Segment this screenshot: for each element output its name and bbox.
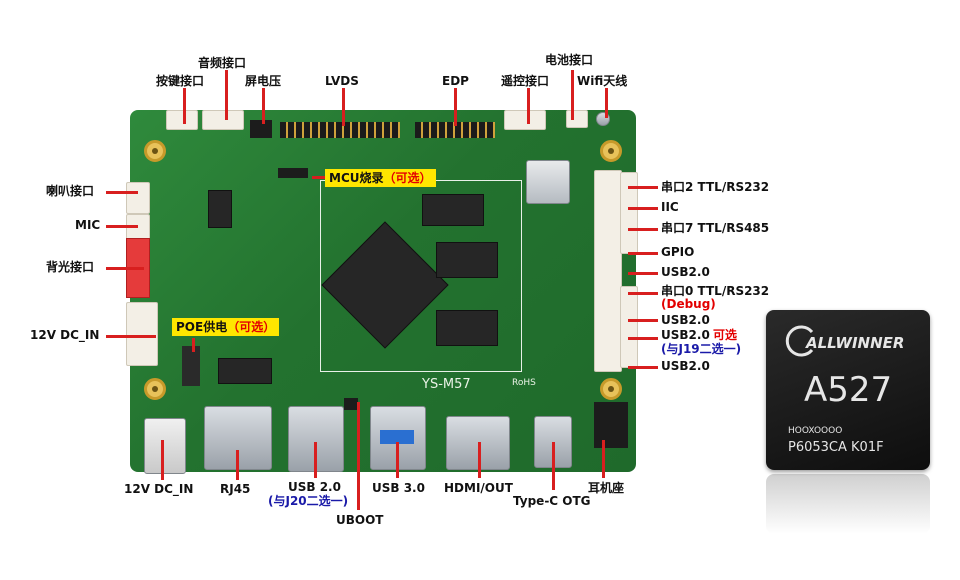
circuit-board: YS-M57 RoHS (126, 110, 638, 474)
label-usb20-c: USB2.0 (661, 328, 710, 342)
mounting-hole-icon (600, 140, 622, 162)
label-remote-port: 遥控接口 (501, 74, 550, 88)
lvds-header (280, 122, 400, 138)
label-serial2: 串口2 TTL/RS232 (661, 180, 770, 194)
label-uboot: UBOOT (336, 513, 384, 527)
dc-in-connector-left (126, 302, 158, 366)
label-usb20-b: USB2.0 (661, 313, 710, 327)
screen-voltage-jumper (250, 120, 272, 138)
label-serial7: 串口7 TTL/RS485 (661, 221, 770, 235)
dc-jack-bottom (144, 418, 186, 474)
ram-chip-2 (436, 242, 498, 278)
label-key-port: 按键接口 (156, 74, 205, 88)
chip-model: A527 (804, 370, 893, 410)
label-lvds: LVDS (325, 74, 359, 88)
label-serial0: 串口0 TTL/RS232 (661, 284, 770, 298)
mcu-header (278, 168, 308, 178)
chip-code-2: P6053CA K01F (788, 440, 884, 455)
allwinner-chip-card: ALLWINNER A527 HOOXOOOO P6053CA K01F (766, 310, 930, 470)
label-dc-in-left: 12V DC_IN (30, 328, 100, 342)
label-with-j19: (与J19二选一) (661, 342, 742, 356)
speaker-connector (126, 182, 150, 214)
label-audio-port: 音频接口 (198, 56, 247, 70)
tag-poe-optional: （可选） (227, 320, 276, 334)
label-hdmi-out: HDMI/OUT (444, 481, 513, 495)
label-gpio: GPIO (661, 245, 695, 259)
tag-mcu-burn-text: MCU烧录 (329, 171, 384, 185)
mounting-hole-icon (144, 140, 166, 162)
label-optional-c: 可选 (713, 328, 738, 342)
label-battery-port: 电池接口 (545, 53, 594, 67)
remote-connector (504, 110, 546, 130)
tag-mcu-burn: MCU烧录（可选） (325, 169, 436, 187)
tag-poe-power-text: POE供电 (176, 320, 228, 334)
label-backlight-port: 背光接口 (46, 260, 95, 274)
label-mic: MIC (75, 218, 101, 232)
label-speaker-port: 喇叭接口 (46, 184, 95, 198)
label-screen-voltage: 屏电压 (245, 74, 282, 88)
label-with-j20: (与J20二选一) (268, 494, 349, 508)
key-connector (166, 110, 198, 130)
label-earphone: 耳机座 (588, 481, 625, 495)
ram-chip-1 (422, 194, 484, 226)
right-pin-header-2 (620, 286, 638, 368)
mounting-hole-icon (600, 378, 622, 400)
label-iic: IIC (661, 200, 679, 214)
edp-header (415, 122, 495, 138)
tag-mcu-optional: （可选） (383, 171, 432, 185)
label-debug: (Debug) (661, 297, 716, 311)
battery-connector (566, 110, 588, 128)
wifi-module (526, 160, 570, 204)
label-usb20-a: USB2.0 (661, 265, 710, 279)
usb30-port-blue (380, 430, 414, 444)
poe-header (182, 346, 200, 386)
audio-connector (202, 110, 244, 130)
ram-chip-3 (436, 310, 498, 346)
chip-reflection (766, 474, 930, 534)
board-model: YS-M57 (422, 377, 471, 392)
rohs-mark: RoHS (512, 378, 536, 388)
label-usb20-d: USB2.0 (661, 359, 710, 373)
mounting-hole-icon (144, 378, 166, 400)
label-typec-otg: Type-C OTG (513, 494, 591, 508)
ic-left-bottom (218, 358, 272, 384)
label-usb30: USB 3.0 (372, 481, 425, 495)
label-wifi-antenna: Wifi天线 (577, 74, 628, 88)
right-connector-strip (594, 170, 622, 372)
allwinner-logo-icon (785, 325, 814, 357)
chip-brand: ALLWINNER (806, 334, 905, 352)
tag-poe-power: POE供电（可选） (172, 318, 280, 336)
label-dc-in-bottom: 12V DC_IN (124, 482, 194, 496)
label-usb20-bottom: USB 2.0 (288, 480, 341, 494)
label-rj45: RJ45 (220, 482, 251, 496)
earphone-jack (594, 402, 628, 448)
label-edp: EDP (442, 74, 469, 88)
right-pin-header-1 (620, 172, 638, 254)
chip-code-1: HOOXOOOO (788, 426, 843, 436)
uboot-button (344, 398, 358, 410)
flash-chip (208, 190, 232, 228)
